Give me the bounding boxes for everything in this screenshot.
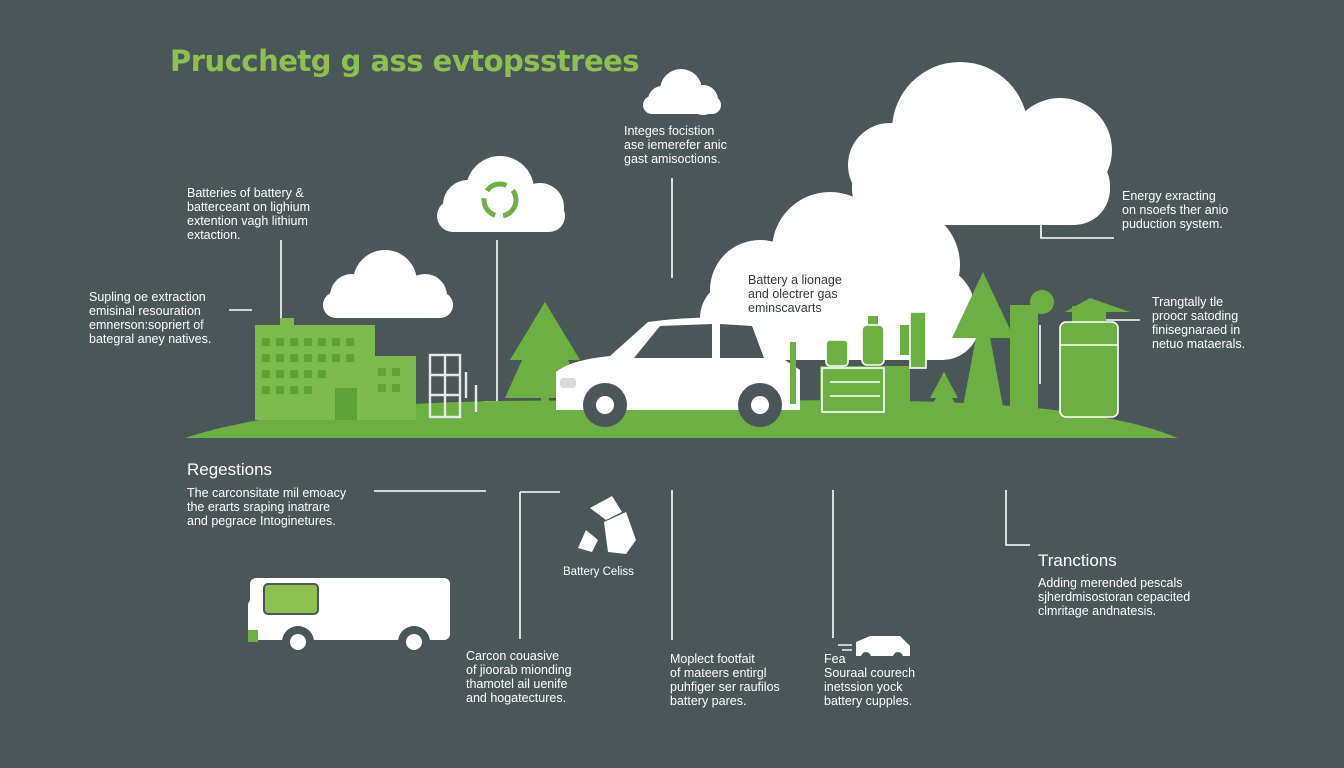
callout-supling: Supling oe extraction emisinal resourati…: [89, 290, 212, 346]
regestions-text: The carconsitate mil emoacy the erarts s…: [187, 486, 347, 528]
factory-icon: [255, 318, 416, 420]
scaffold-structure: [428, 353, 478, 419]
page-title: Prucchetg g ass evtopsstrees: [170, 44, 640, 78]
callout-energy: Energy exracting on nsoefs ther anio pud…: [1122, 189, 1229, 231]
cloud-icon: [643, 69, 721, 115]
battery-outline: [821, 311, 927, 413]
callout-moplect: Moplect footfait of mateers entirgl puhf…: [670, 652, 780, 708]
callout-battery-linage: Battery a lionage and olectrer gas emins…: [748, 273, 842, 315]
tranctions-heading: Tranctions: [1038, 551, 1117, 570]
callout-fea: Fea Souraal courech inetssion yock batte…: [824, 652, 916, 708]
callout-carcon: Carcon couasive of jioorab mionding tham…: [466, 649, 572, 705]
callout-trangtally: Trangtally tle proocr satoding finisegna…: [1152, 295, 1246, 351]
callout-integes: Integes focistion ase iemerefer anic gas…: [624, 124, 727, 166]
regestions-heading: Regestions: [187, 460, 273, 479]
car-icon: [556, 317, 800, 427]
charging-cable: [790, 342, 796, 404]
battery-cells-label: Battery Celiss: [563, 566, 634, 578]
silo-structure: [1010, 290, 1130, 417]
battery-icon: [820, 312, 926, 416]
tranctions-text: Adding merended pescals sjherdmisostoran…: [1038, 576, 1191, 618]
cloud-icon: [848, 62, 1112, 225]
van-icon: [248, 578, 450, 658]
cloud-icon: [323, 250, 453, 318]
callout-batteries: Batteries of battery & batterceant on li…: [187, 186, 310, 242]
truck-icon: [838, 636, 910, 662]
recycle-icon: [481, 181, 519, 219]
tree-icon: [928, 372, 960, 412]
silo-outline: [1059, 321, 1119, 418]
cloud-icon: [437, 156, 565, 232]
tree-icon: [952, 272, 1014, 412]
recycle-icon: [578, 496, 636, 554]
